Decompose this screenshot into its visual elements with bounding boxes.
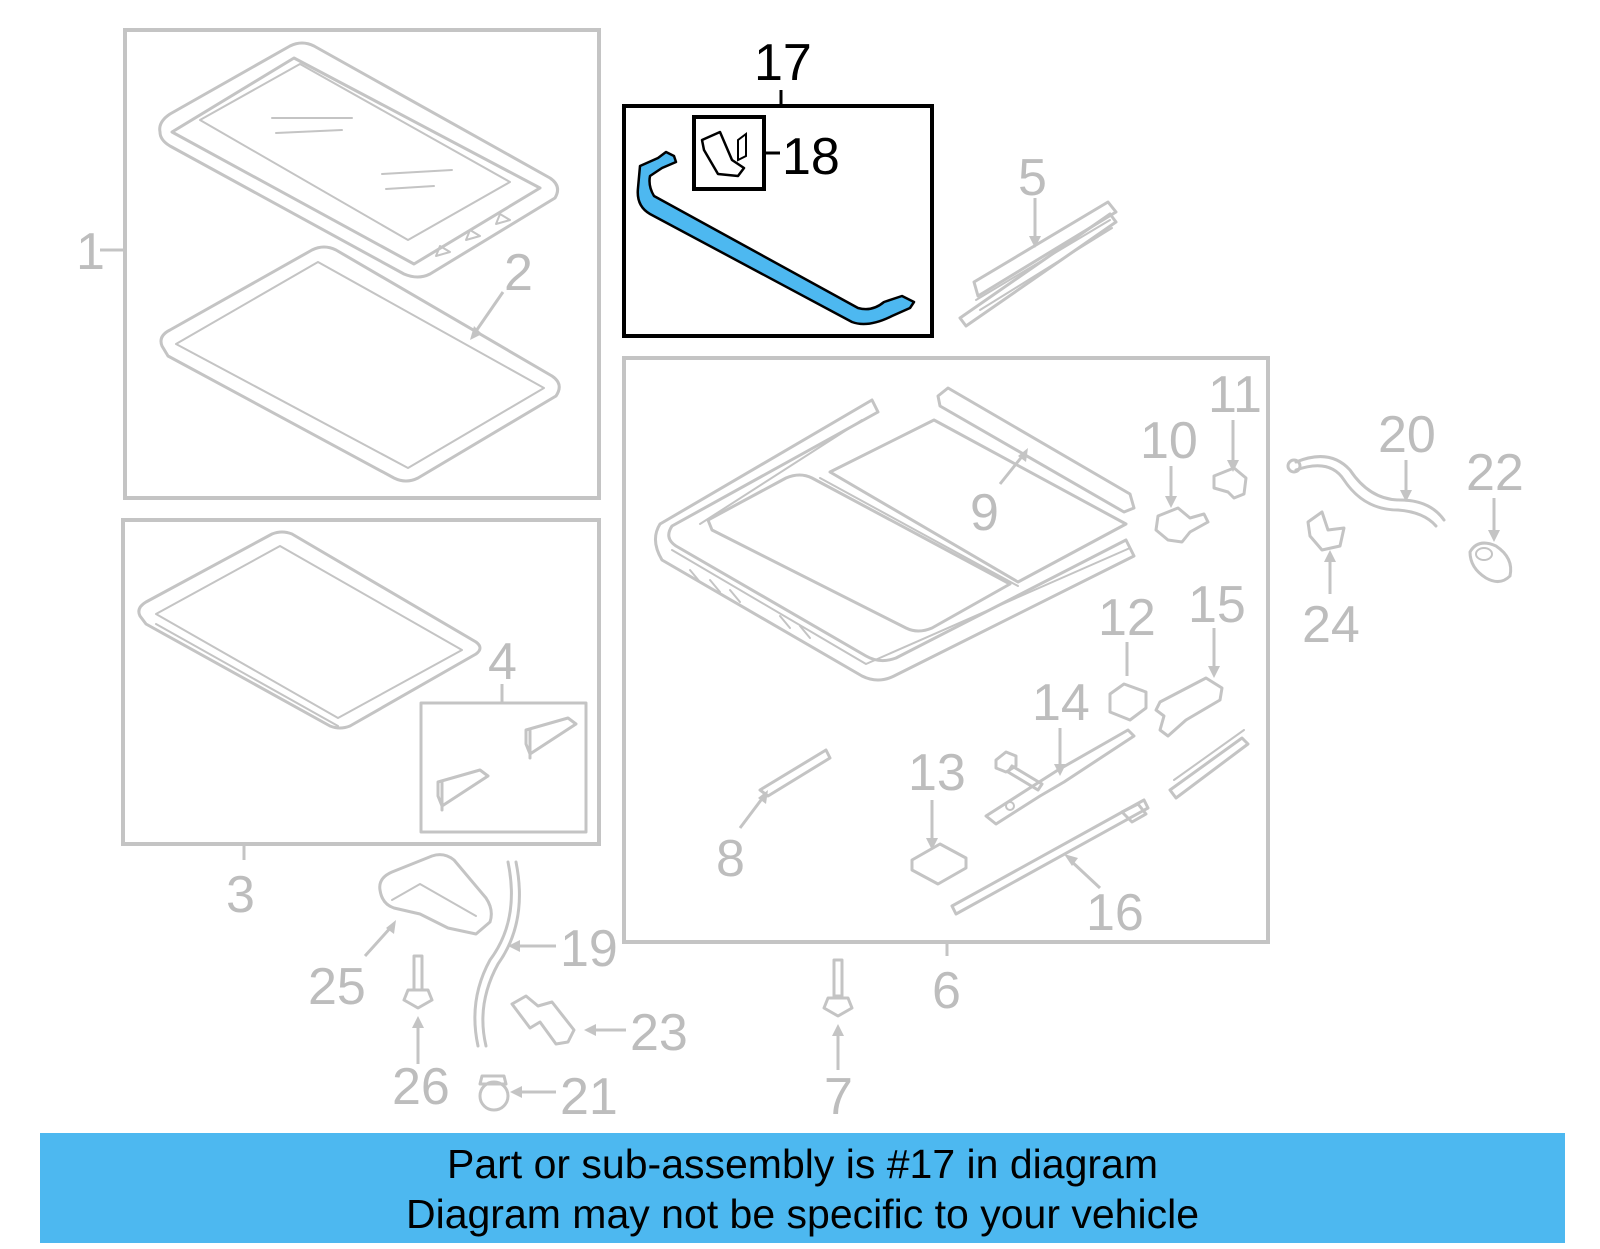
slider-part-13[interactable] (910, 842, 968, 886)
clip-part-11[interactable] (1212, 466, 1248, 500)
bolt-part-26[interactable] (402, 954, 434, 1010)
sunroof-frame-part[interactable] (654, 386, 1136, 682)
grommet-part-22[interactable] (1468, 541, 1513, 583)
callout-7: 7 (824, 1068, 853, 1126)
callout-14: 14 (1032, 674, 1090, 732)
strip-part-8[interactable] (758, 748, 832, 798)
motor-part-25[interactable] (378, 853, 493, 936)
callout-26: 26 (392, 1058, 450, 1116)
rail-part-16a[interactable] (1168, 729, 1250, 800)
drain-hose-part-20[interactable] (1286, 455, 1446, 528)
bolt-part-14[interactable] (994, 750, 1044, 792)
banner-line-1: Part or sub-assembly is #17 in diagram (447, 1141, 1158, 1187)
callout-25: 25 (308, 958, 366, 1016)
group-3-shade-assembly: 3 4 (121, 518, 601, 924)
group-1-box (123, 28, 601, 500)
glass-panel-part[interactable] (158, 41, 560, 279)
seal-frame-part[interactable] (159, 245, 561, 483)
callout-12: 12 (1098, 589, 1156, 647)
group-3-box (121, 518, 601, 846)
group-17-box (622, 104, 934, 338)
cable-part-16[interactable] (950, 798, 1150, 916)
callout-20: 20 (1378, 406, 1436, 464)
callout-17: 17 (754, 34, 812, 92)
grommet-part-21[interactable] (478, 1074, 510, 1112)
callout-18: 18 (782, 128, 840, 186)
callout-6: 6 (932, 962, 961, 1020)
clip-part-4[interactable] (436, 716, 578, 812)
group-1-glass-assembly: 1 2 (76, 28, 601, 500)
guide-part-14[interactable] (984, 728, 1136, 826)
callout-3: 3 (226, 866, 255, 924)
clip-part-24[interactable] (1306, 510, 1346, 552)
banner-line-2: Diagram may not be specific to your vehi… (405, 1191, 1199, 1237)
callout-15: 15 (1188, 576, 1246, 634)
clip-part-18[interactable] (700, 130, 747, 178)
callout-16: 16 (1086, 884, 1144, 942)
group-6-frame-assembly: 6 9 10 11 12 15 (622, 356, 1270, 1020)
callout-2: 2 (504, 244, 533, 302)
callout-19: 19 (560, 920, 618, 978)
callout-21: 21 (560, 1068, 618, 1126)
callout-4: 4 (488, 633, 517, 691)
drain-tube-bracket-part[interactable] (636, 150, 916, 326)
bracket-part-10[interactable] (1154, 506, 1210, 544)
callout-11: 11 (1208, 366, 1262, 424)
callout-23: 23 (630, 1004, 688, 1062)
drain-hose-part-19[interactable] (473, 860, 521, 1048)
bracket-part-23[interactable] (510, 994, 576, 1046)
bolt-part-7[interactable] (822, 958, 854, 1018)
callout-22: 22 (1466, 444, 1524, 502)
bracket-part-15[interactable] (1154, 676, 1224, 738)
callout-5: 5 (1018, 149, 1047, 207)
group-17-highlight: 17 18 (622, 34, 934, 338)
sunshade-part[interactable] (137, 530, 482, 730)
rail-part-5[interactable] (958, 200, 1118, 328)
callout-9: 9 (970, 484, 999, 542)
callout-1: 1 (76, 223, 105, 281)
callout-8: 8 (716, 830, 745, 888)
callout-24: 24 (1302, 596, 1360, 654)
block-part-12[interactable] (1108, 682, 1148, 722)
callout-10: 10 (1140, 412, 1198, 470)
info-banner: Part or sub-assembly is #17 in diagram D… (40, 1133, 1565, 1243)
callout-13: 13 (908, 744, 966, 802)
